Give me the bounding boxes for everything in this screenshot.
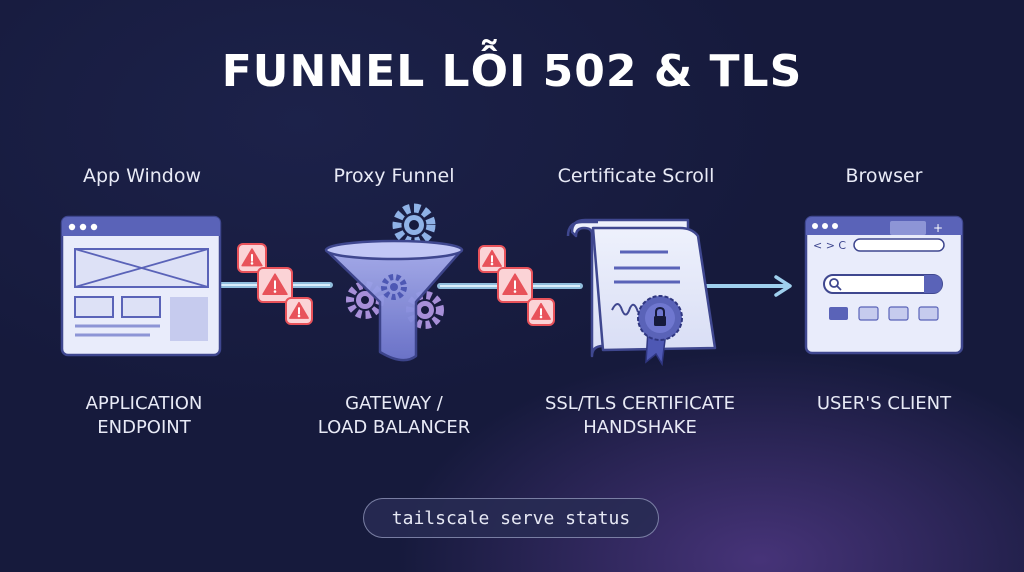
warning-icon [497,267,533,303]
stage-desc-gateway: GATEWAY / LOAD BALANCER [264,392,524,440]
browser-icon: + < > C [804,215,964,355]
gear-icon [381,274,407,300]
command-badge: tailscale serve status [363,498,659,538]
svg-text:+: + [933,221,943,235]
stage-desc-line: LOAD BALANCER [317,417,471,438]
stage-desc-line: HANDSHAKE [583,417,697,438]
stage-label-browser: Browser [845,165,923,187]
certificate-scroll-icon [566,218,717,367]
stage-label-app-window: App Window [82,165,202,187]
warning-icon [237,243,267,273]
stage-desc-application-endpoint: APPLICATION ENDPOINT [14,392,274,440]
error-badges [237,243,555,326]
funnel-icon [324,203,464,362]
stage-label-certificate-scroll: Certificate Scroll [557,165,715,187]
warning-icon [257,267,293,303]
page-title: FUNNEL LỖI 502 & TLS [221,46,803,97]
stage-desc-line: GATEWAY / [345,393,443,414]
stage-desc-users-client: USER'S CLIENT [754,392,1014,416]
stage-desc-line: APPLICATION [85,393,203,414]
arrow-right-icon [774,275,792,297]
lock-seal-icon [637,295,683,367]
stage-label-proxy-funnel: Proxy Funnel [333,165,455,187]
stage-desc-line: ENDPOINT [97,417,191,438]
warning-icon [527,298,555,326]
stage-desc-line: SSL/TLS CERTIFICATE [544,393,736,414]
stage-desc-certificate-handshake: SSL/TLS CERTIFICATE HANDSHAKE [510,392,770,440]
warning-icon [478,245,506,273]
stage-desc-line: USER'S CLIENT [816,393,952,414]
app-window-icon [60,215,222,357]
gear-icon [392,203,436,247]
svg-text:< > C: < > C [813,239,846,252]
warning-icon [285,297,313,325]
